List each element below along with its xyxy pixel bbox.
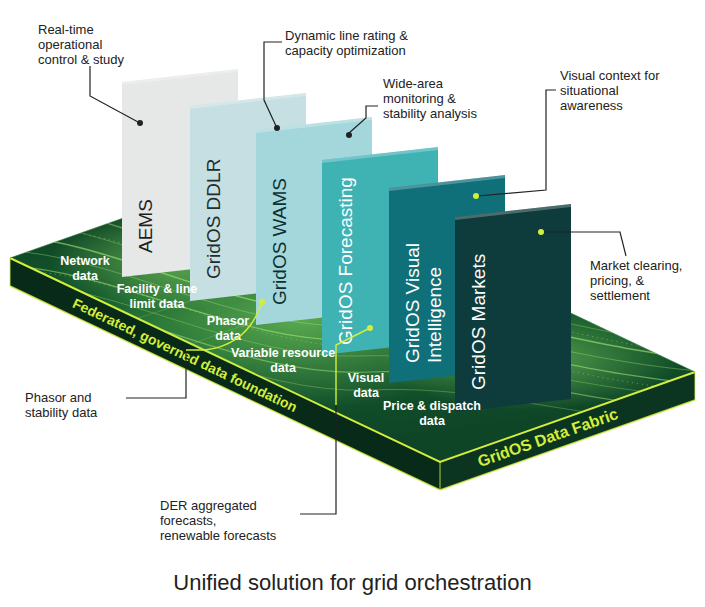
slab-left-side [10, 258, 440, 490]
card-highlight [455, 204, 571, 220]
product-card: GridOS Markets [455, 204, 571, 412]
callout-text: Real-time operational control & study [38, 22, 138, 67]
card-highlight [322, 147, 438, 163]
card-title: GridOS Visual Intelligence [402, 192, 446, 363]
data-flow-label: Variable resource data [223, 346, 343, 375]
callout-text: DER aggregated forecasts, renewable fore… [160, 498, 278, 543]
callout-text: Phasor and stability data [25, 390, 115, 420]
callout-text: Market clearing, pricing, & settlement [590, 258, 700, 303]
data-flow-label: Phasor data [200, 314, 256, 343]
callout-text: Visual context for situational awareness [560, 68, 660, 113]
slab-edge [10, 286, 695, 490]
card-face [455, 204, 571, 412]
data-flow-label: Visual data [341, 371, 391, 400]
data-flow-label: Network data [53, 254, 117, 283]
card-highlight [256, 117, 372, 133]
card-highlight [122, 69, 238, 85]
callout-text: Wide-area monitoring & stability analysi… [383, 76, 498, 121]
data-flow-label: Price & dispatch data [373, 399, 491, 428]
card-title: GridOS WAMS [269, 134, 291, 305]
callout-text: Dynamic line rating & capacity optimizat… [285, 28, 435, 58]
card-title: GridOS DDLR [203, 110, 225, 279]
card-title: AEMS [135, 86, 157, 253]
caption: Unified solution for grid orchestration [0, 570, 705, 596]
card-highlight [190, 93, 306, 109]
data-flow-label: Facility & line limit data [107, 282, 207, 311]
card-title: GridOS Markets [468, 221, 490, 390]
card-title: GridOS Forecasting [335, 164, 357, 345]
card-highlight [389, 175, 505, 191]
